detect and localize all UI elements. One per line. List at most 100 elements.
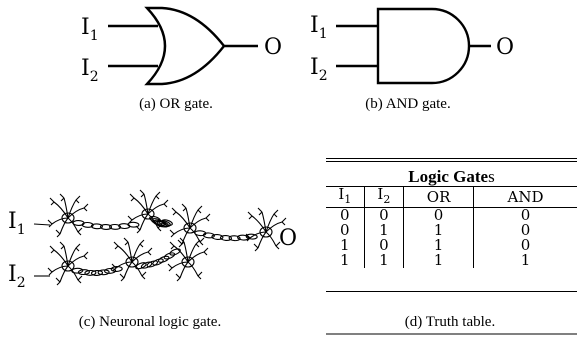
cell: 0 [472,238,577,253]
dendrite [189,213,211,229]
neuron-soma [61,260,75,272]
dendrite [135,213,149,234]
and-output-label: O [496,35,514,60]
and-input1-label: I1 [310,13,328,42]
cell: 0 [340,221,350,239]
neuron-input1-arrow [33,223,51,226]
dendrite [123,237,133,263]
axon-segment [202,232,215,239]
header-and: AND [472,186,577,208]
axon-segment [140,261,153,269]
cell: 0 [363,238,404,253]
cell: 1 [340,236,350,254]
table-row: 1 1 1 1 [326,253,577,268]
cell: 0 [363,207,404,223]
table-row: 1 0 1 0 [326,238,577,253]
axon-segment [163,252,176,260]
cell: 1 [363,253,404,268]
header-or: OR [403,186,474,208]
dendrite [59,241,69,267]
dendrite [175,261,189,282]
dendrite [171,207,191,229]
axon-segment [77,269,90,276]
or-input2-label: I2 [81,56,99,85]
neuron-input1-label: I1 [8,209,26,238]
axon-segment [152,258,164,266]
dendrite [127,213,149,224]
dendrite [169,227,191,238]
neuron-soma [183,222,197,234]
cell: 0 [472,207,577,223]
dendrite [169,241,189,263]
caption-neuronal-gate: (c) Neuronal logic gate. [78,314,222,330]
or-input1-label: I1 [81,15,99,44]
axon-segment [211,234,224,240]
dendrite [119,261,133,282]
dendrite [111,261,133,272]
axon-segment [110,266,123,272]
neuron-soma [259,226,273,238]
axon-segment [81,221,94,228]
dendrite [59,193,69,219]
caption-and-gate: (b) AND gate. [365,96,451,112]
dendrite [55,265,69,286]
axon-segment [169,248,181,256]
caption-or-gate: (a) OR gate. [139,96,213,112]
dendrite [247,211,267,233]
axon-segment [84,269,97,276]
table-bottom-double-rule [326,291,577,292]
header-i1: I1 [338,185,352,207]
truth-table-header-row: I1 I2 OR AND [326,185,577,208]
or-gate-body [144,6,226,86]
axon-segment [161,219,173,226]
dendrite [265,209,279,233]
axon-segment [97,269,110,276]
dendrite [181,203,191,229]
and-gate-body [376,7,471,85]
truth-table-title: Logic Gates [326,167,577,187]
dendrite [49,197,69,219]
and-input2-label: I2 [310,55,328,84]
dendrite [253,231,267,252]
axon-segment [237,234,250,241]
cell: 1 [363,223,404,238]
table-top-rule-1 [326,158,577,159]
axon-segment [90,270,104,276]
dendrite [129,193,149,215]
dendrite [187,239,201,263]
axon-segment [71,267,84,274]
neuron-soma [141,208,155,220]
axon-segment [245,233,258,240]
dendrite [67,243,81,267]
or-output-label: O [264,35,282,60]
dendrite [147,191,161,215]
dendrite [139,189,149,215]
truth-table: Logic Gates I1 I2 OR AND 0 0 0 0 0 1 1 0… [326,167,577,268]
dendrite [257,207,267,233]
dendrite [47,265,69,276]
dendrite [131,247,153,263]
dendrite [67,195,81,219]
dendrite [49,245,69,267]
dendrite [265,231,281,250]
table-row: 0 1 1 0 [326,223,577,238]
axon-segment [157,255,170,263]
axon-segment [104,267,117,274]
and-gate-diagram: I1 I2 O [310,7,514,85]
axon-segment [219,235,233,241]
neuron-output-label: O [279,226,297,251]
table-row: 0 0 0 0 [326,207,577,223]
truth-table-title-row: Logic Gates [326,167,577,187]
cell: 0 [472,223,577,238]
table-top-rule-2 [326,161,577,162]
dendrite [67,203,89,219]
dendrite [245,231,267,242]
dendrite [187,261,203,280]
cell: 0 [403,207,474,223]
axon-segment [127,221,140,228]
dendrite [187,247,209,263]
dendrite [131,239,145,263]
cell: 1 [472,253,577,268]
dendrite [113,241,133,263]
